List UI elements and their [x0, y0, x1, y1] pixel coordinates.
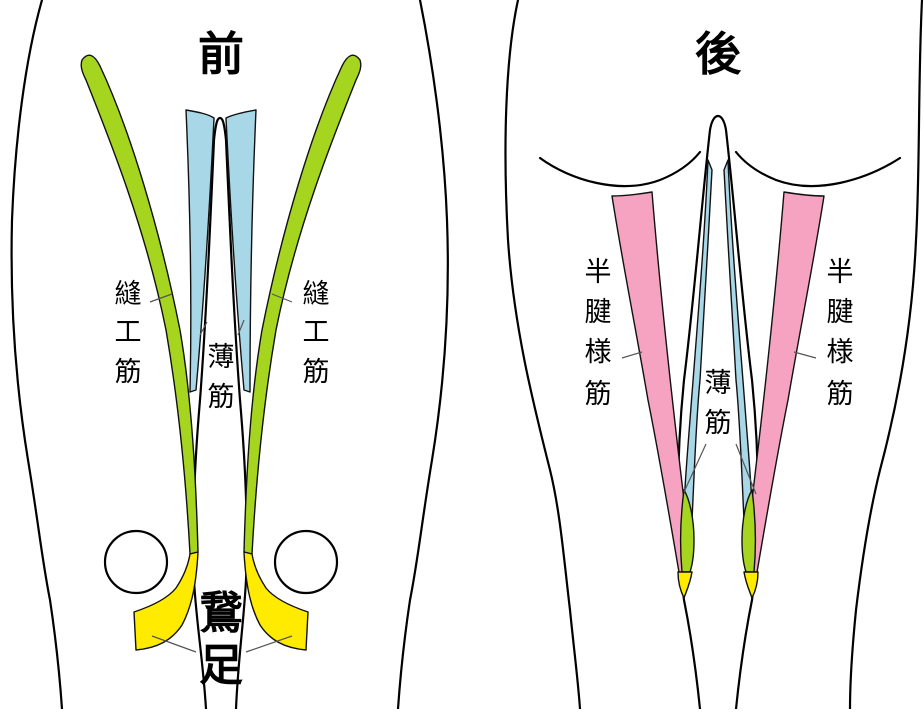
front-view: 前 縫 工 筋 縫 工 筋 薄 筋 鵞 足 [12, 0, 448, 709]
svg-text:筋: 筋 [585, 379, 612, 410]
svg-text:工: 工 [115, 317, 142, 348]
svg-text:筋: 筋 [827, 379, 854, 410]
back-right-buttock-curve [736, 152, 900, 186]
svg-text:筋: 筋 [115, 357, 142, 388]
back-pes-anserinus-left [678, 572, 692, 598]
back-semitendinosus-right-label: 半 腱 様 筋 [827, 257, 854, 410]
back-left-leg-outline [505, 0, 580, 709]
back-right-leg-outline [850, 0, 922, 709]
back-gracilis-label: 薄 筋 [705, 368, 732, 439]
front-right-leg-outline [398, 0, 448, 709]
svg-text:筋: 筋 [208, 382, 235, 413]
svg-text:工: 工 [303, 317, 330, 348]
svg-text:様: 様 [585, 337, 612, 368]
front-sartorius-right-label: 縫 工 筋 [303, 279, 330, 388]
back-left-buttock-curve [540, 152, 700, 186]
svg-text:足: 足 [199, 640, 243, 691]
front-left-kneecap [105, 531, 167, 593]
back-pes-anserinus-right [744, 572, 758, 598]
svg-text:半: 半 [827, 257, 854, 288]
front-right-kneecap [275, 531, 337, 593]
back-view: 後 半 腱 様 筋 半 腱 様 筋 薄 筋 [505, 0, 922, 709]
front-gracilis-label: 薄 筋 [208, 342, 235, 413]
svg-text:薄: 薄 [208, 342, 235, 373]
svg-text:腱: 腱 [827, 297, 854, 328]
svg-text:縫: 縫 [115, 279, 142, 310]
svg-text:様: 様 [827, 337, 854, 368]
back-semitendinosus-left-label: 半 腱 様 筋 [585, 257, 612, 410]
svg-text:筋: 筋 [303, 357, 330, 388]
back-semitendinosus-right-leader [794, 352, 816, 358]
front-left-leg-outline [12, 0, 62, 709]
back-semitendinosus-left [612, 192, 690, 578]
front-sartorius-left-label: 縫 工 筋 [115, 279, 142, 388]
front-title: 前 [198, 27, 244, 81]
back-title: 後 [695, 27, 742, 81]
svg-text:縫: 縫 [303, 279, 330, 310]
svg-text:筋: 筋 [705, 408, 732, 439]
svg-text:半: 半 [585, 257, 612, 288]
back-semitendinosus-right [746, 192, 824, 578]
back-semitendinosus-left-leader [622, 352, 642, 358]
front-pes-anserinus-label: 鵞 足 [199, 588, 243, 691]
svg-text:薄: 薄 [705, 368, 732, 399]
svg-text:鵞: 鵞 [199, 588, 243, 639]
svg-text:腱: 腱 [585, 297, 612, 328]
